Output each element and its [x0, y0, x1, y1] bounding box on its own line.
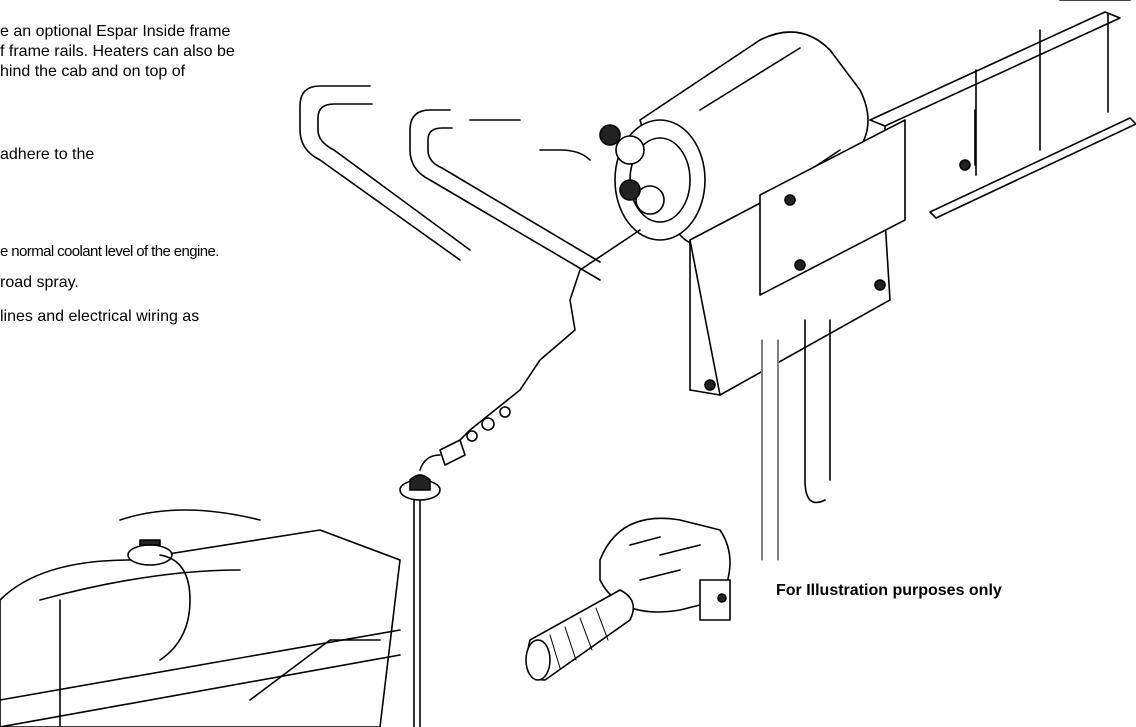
fuel-tank [0, 509, 401, 727]
text-line-4: adhere to the [0, 146, 95, 163]
fuel-standpipe [399, 454, 441, 727]
text-line-2: f frame rails. Heaters can also be [0, 43, 235, 60]
coolant-hose-loops [299, 85, 601, 281]
exhaust-pipe [691, 319, 831, 609]
text-line-1: e an optional Espar Inside frame [0, 23, 231, 40]
illustration-caption: For Illustration purposes only [776, 582, 1002, 599]
text-line-3: hind the cab and on top of [0, 63, 186, 80]
text-line-7: lines and electrical wiring as [0, 308, 200, 325]
mounting-bracket [689, 109, 976, 396]
fuel-line [439, 229, 641, 466]
text-line-6: road spray. [0, 274, 79, 291]
muffler [599, 517, 731, 621]
text-line-5: e normal coolant level of the engine. [0, 243, 219, 260]
exhaust-tailpipe [525, 589, 635, 681]
frame-rail [869, 0, 1136, 219]
